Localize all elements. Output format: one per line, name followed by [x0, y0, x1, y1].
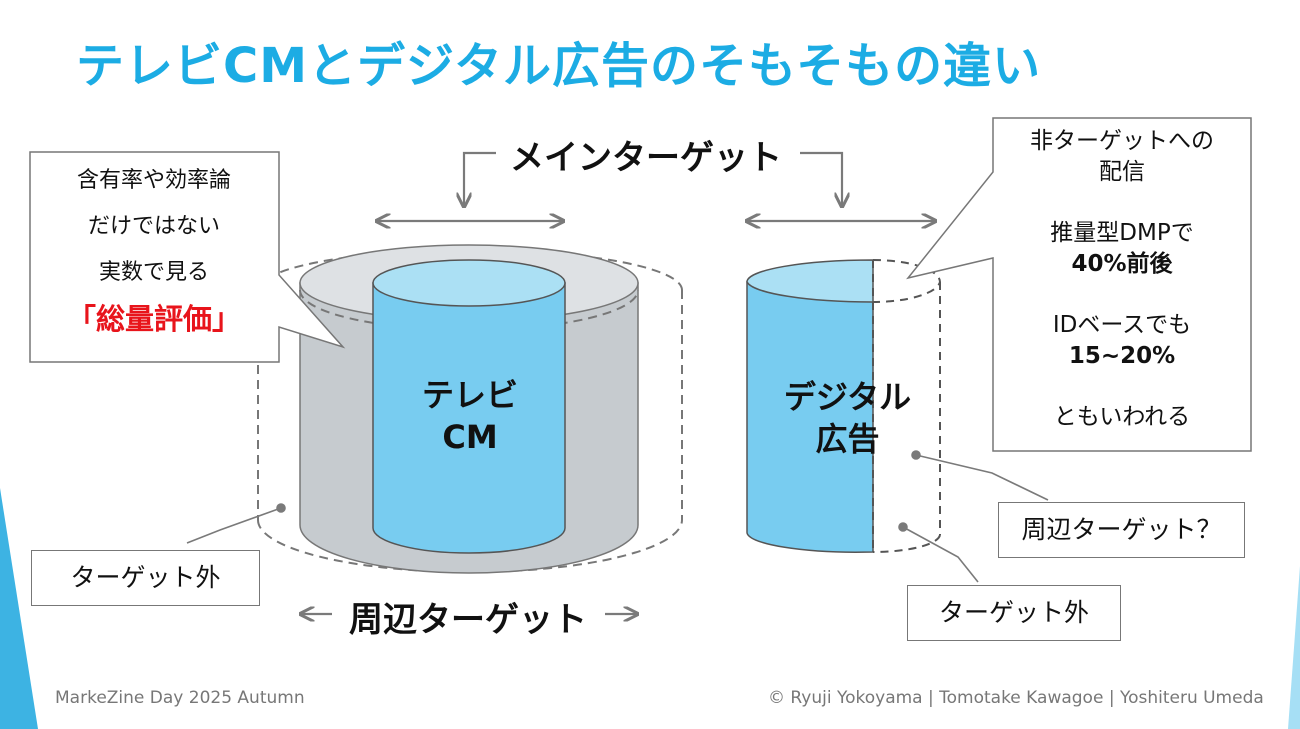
- callout-left-text: 含有率や効率論 だけではない 実数で見る 「総量評価」: [30, 158, 278, 342]
- tv-main-cylinder: [372, 259, 566, 554]
- callout-right-text: 非ターゲットへの 配信 推量型DMPで 40%前後 IDベースでも 15~20%…: [993, 126, 1251, 433]
- callout-right-line5: IDベースでも: [1052, 312, 1192, 338]
- tv-cm-label-line1: テレビ: [421, 376, 518, 414]
- tag-right-target-outside: ターゲット外: [907, 585, 1121, 641]
- peripheral-target-label: 周辺ターゲット: [349, 600, 587, 640]
- tv-cm-label: テレビ CM: [380, 374, 560, 458]
- footer-credits: © Ryuji Yokoyama | Tomotake Kawagoe | Yo…: [768, 688, 1264, 708]
- leader-lines: [186, 450, 1049, 583]
- digital-ad-label-line2: 広告: [815, 420, 880, 458]
- main-target-arrows: [378, 151, 934, 221]
- tag-right-peripheral: 周辺ターゲット？: [998, 502, 1245, 558]
- footer-event: MarkeZine Day 2025 Autumn: [55, 688, 305, 708]
- callout-left-emphasis: 「総量評価」: [66, 302, 241, 336]
- left-accent-stripe: [0, 488, 38, 729]
- callout-left-line2: だけではない: [87, 214, 220, 239]
- callout-left-bubble: [29, 151, 346, 363]
- tv-cm-label-line2: CM: [442, 418, 498, 456]
- callout-left-line1: 含有率や効率論: [76, 168, 231, 193]
- main-target-label: メインターゲット: [510, 138, 782, 178]
- callout-right-line3: 推量型DMPで: [1050, 220, 1194, 246]
- digital-cylinder: [746, 259, 942, 554]
- callout-right-line2: 配信: [1099, 159, 1145, 185]
- digital-ad-label: デジタル 広告: [770, 376, 925, 460]
- callout-right-line7: ともいわれる: [1053, 404, 1191, 430]
- callout-right-stat-dmp: 40%前後: [1071, 251, 1173, 277]
- digital-ad-label-line1: デジタル: [783, 378, 912, 416]
- callout-left-line3: 実数で見る: [98, 260, 209, 285]
- right-accent-stripe: [1288, 566, 1300, 729]
- callout-right-line1: 非ターゲットへの: [1030, 128, 1214, 154]
- callout-right-stat-id: 15~20%: [1068, 343, 1176, 369]
- slide-title: テレビCMとデジタル広告のそもそもの違い: [76, 38, 1042, 94]
- tag-left-target-outside: ターゲット外: [31, 550, 260, 606]
- callout-right-bubble: [906, 117, 1252, 452]
